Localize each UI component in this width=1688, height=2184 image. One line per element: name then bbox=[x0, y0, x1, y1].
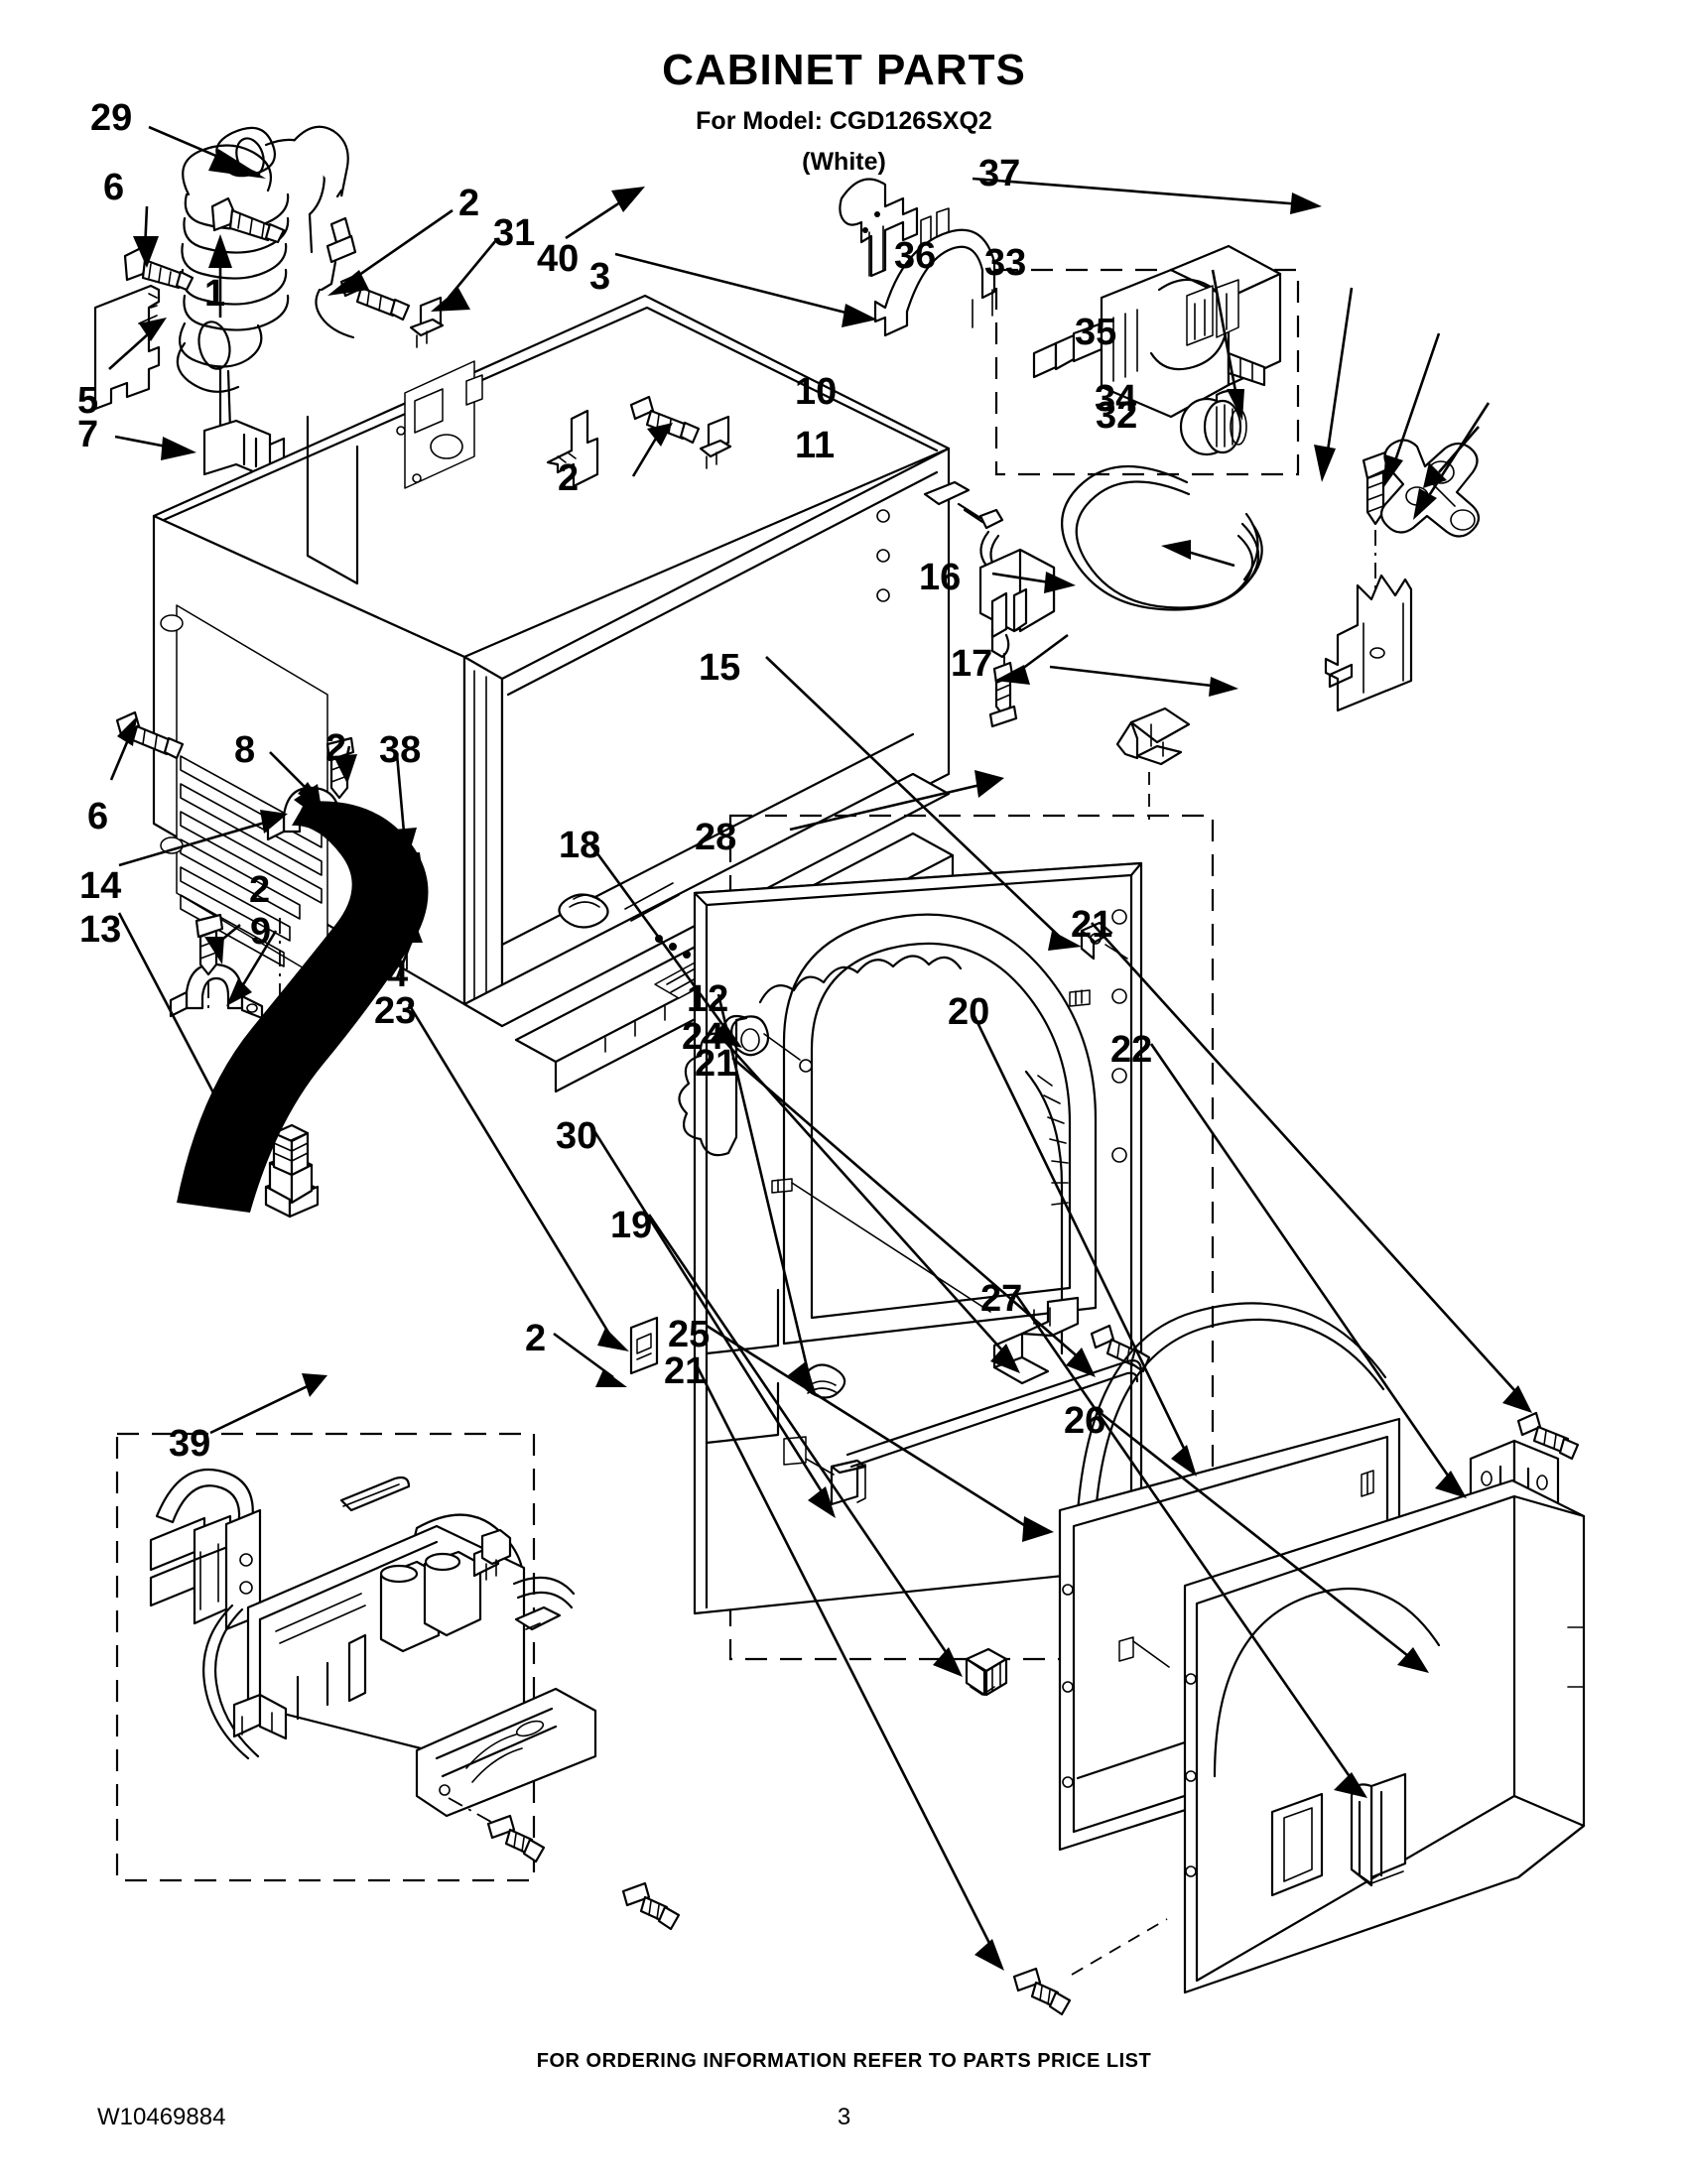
color-subtitle: (White) bbox=[802, 148, 886, 176]
callout-21-hinge: 21 bbox=[1071, 904, 1113, 946]
door-switch-10 bbox=[923, 480, 1056, 701]
callout-12: 12 bbox=[687, 978, 729, 1020]
callout-30: 30 bbox=[556, 1115, 598, 1157]
callout-33: 33 bbox=[984, 242, 1027, 284]
callout-15: 15 bbox=[699, 647, 741, 689]
door-handle-27 bbox=[1270, 1772, 1407, 1897]
motor-bracket-34 bbox=[1324, 574, 1413, 712]
callout-21-bottom: 21 bbox=[664, 1350, 707, 1392]
callout-8: 8 bbox=[234, 729, 256, 771]
burner-assembly-39 bbox=[115, 1432, 597, 1882]
callout-2-clamp8: 2 bbox=[325, 727, 347, 769]
door-catch-19 bbox=[965, 1647, 1008, 1697]
callout-2-right: 2 bbox=[558, 457, 580, 499]
callout-29: 29 bbox=[90, 97, 133, 139]
callout-2-top: 2 bbox=[458, 183, 480, 224]
callout-6-lower: 6 bbox=[87, 796, 109, 837]
callout-22: 22 bbox=[1110, 1029, 1153, 1071]
screw-1 bbox=[210, 196, 286, 244]
screw-6-upper bbox=[123, 246, 195, 292]
diagram-header: CABINET PARTS For Model: CGD126SXQ2 (Whi… bbox=[0, 0, 1688, 177]
callout-37: 37 bbox=[978, 153, 1021, 194]
callout-28: 28 bbox=[695, 817, 737, 858]
drive-belt-33 bbox=[1061, 465, 1263, 611]
callout-18: 18 bbox=[559, 825, 601, 866]
clip-16 bbox=[1115, 707, 1191, 820]
screw-2-bottom bbox=[621, 1881, 681, 1931]
callout-38: 38 bbox=[379, 729, 422, 771]
callout-9: 9 bbox=[250, 911, 272, 953]
callout-2-bottom: 2 bbox=[525, 1318, 547, 1359]
label-plate-23 bbox=[629, 1316, 659, 1375]
page-title: CABINET PARTS bbox=[662, 46, 1026, 94]
callout-5: 5 bbox=[77, 380, 99, 422]
callout-34: 34 bbox=[1095, 378, 1137, 420]
callout-19: 19 bbox=[610, 1205, 653, 1246]
leader-lines bbox=[108, 125, 1532, 1971]
callout-23: 23 bbox=[374, 990, 417, 1032]
drive-motor-assembly bbox=[994, 244, 1300, 476]
callout-16: 16 bbox=[919, 557, 962, 598]
bracket-31 bbox=[546, 409, 599, 488]
part-number: W10469884 bbox=[97, 2104, 226, 2130]
screw-21-bottom bbox=[1012, 1918, 1168, 2016]
leveling-leg-13 bbox=[264, 913, 320, 1219]
callout-3: 3 bbox=[589, 256, 611, 298]
callout-26: 26 bbox=[1064, 1400, 1106, 1442]
callout-2-clamp9: 2 bbox=[249, 869, 271, 911]
blower-wheel-36 bbox=[1179, 397, 1247, 456]
screw-11 bbox=[988, 661, 1018, 728]
callout-35: 35 bbox=[1075, 312, 1117, 353]
ordering-info-note: FOR ORDERING INFORMATION REFER TO PARTS … bbox=[536, 2050, 1152, 2072]
screw-21-hinge bbox=[1516, 1411, 1580, 1461]
callout-24: 24 bbox=[682, 1016, 724, 1058]
callout-36: 36 bbox=[894, 235, 937, 277]
callout-40: 40 bbox=[537, 238, 580, 280]
cover-panel-5 bbox=[93, 284, 161, 411]
callout-1: 1 bbox=[204, 273, 226, 315]
callout-20: 20 bbox=[948, 991, 990, 1033]
exhaust-hose bbox=[177, 784, 429, 1213]
door-outer-26 bbox=[1183, 1478, 1586, 1994]
callout-7: 7 bbox=[77, 414, 99, 455]
callout-32: 32 bbox=[1096, 395, 1138, 437]
callout-14: 14 bbox=[79, 865, 122, 907]
idler-pulley-32 bbox=[1379, 439, 1481, 538]
callout-25: 25 bbox=[668, 1314, 711, 1355]
screw-6-lower bbox=[115, 710, 185, 760]
clip-right-top bbox=[699, 415, 732, 469]
callout-39: 39 bbox=[169, 1423, 211, 1465]
callout-13: 13 bbox=[79, 909, 122, 951]
model-subtitle: For Model: CGD126SXQ2 bbox=[696, 107, 992, 135]
callout-17: 17 bbox=[951, 643, 993, 685]
callout-31: 31 bbox=[493, 212, 536, 254]
callout-6-upper: 6 bbox=[103, 167, 125, 208]
grommet-18 bbox=[678, 1014, 813, 1157]
callout-4: 4 bbox=[387, 954, 409, 995]
callout-10: 10 bbox=[795, 371, 838, 413]
clip-31-small bbox=[409, 296, 445, 348]
callout-27: 27 bbox=[980, 1278, 1023, 1320]
callout-21-strike: 21 bbox=[695, 1043, 737, 1085]
bracket-3-clip bbox=[873, 228, 996, 337]
callout-11: 11 bbox=[795, 425, 836, 466]
door-gasket-28 bbox=[758, 913, 1098, 1355]
page-number: 3 bbox=[837, 2104, 851, 2130]
